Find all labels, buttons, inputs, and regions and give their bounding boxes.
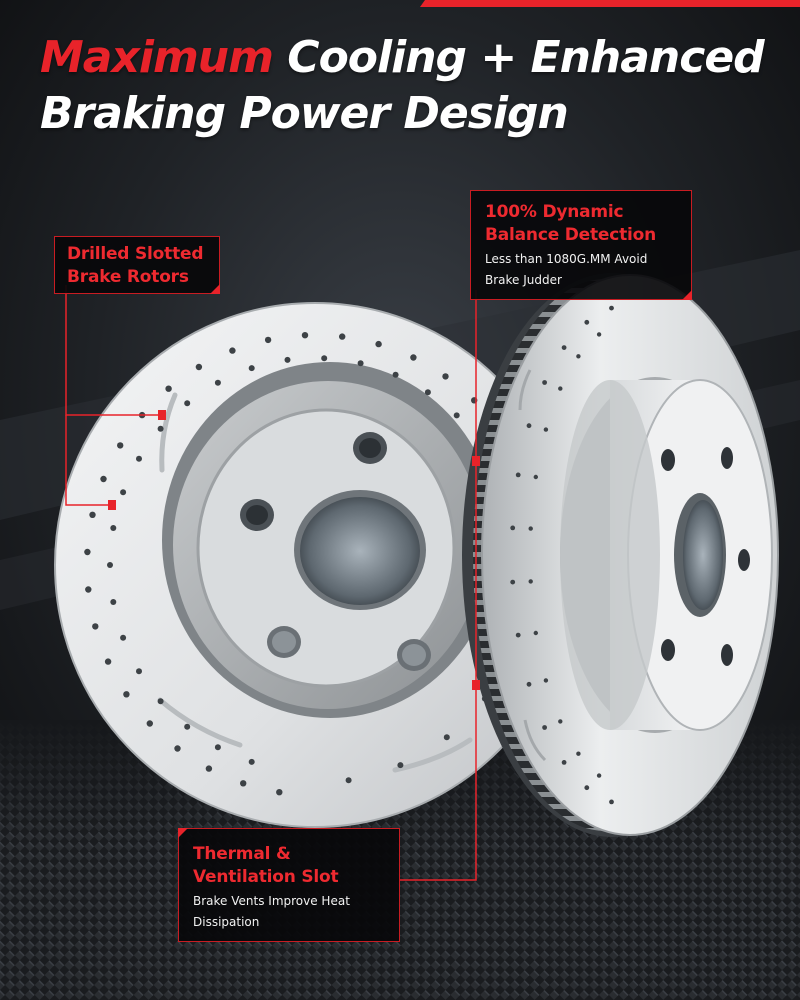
drilled-hole bbox=[89, 511, 96, 518]
drilled-hole bbox=[205, 765, 213, 772]
callout-thermal-heading-2: Ventilation Slot bbox=[193, 867, 339, 887]
callout-connectors bbox=[65, 285, 477, 881]
drilled-hole bbox=[542, 725, 547, 730]
drilled-hole bbox=[510, 579, 516, 585]
rotor-front-icon bbox=[54, 302, 576, 828]
drilled-hole bbox=[542, 380, 547, 385]
drilled-hole bbox=[104, 658, 112, 665]
callout-drilled-slotted: Drilled Slotted Brake Rotors bbox=[54, 236, 220, 294]
drilled-hole bbox=[195, 363, 203, 371]
drilled-hole bbox=[248, 758, 255, 765]
headline-line-1-rest: Cooling + Enhanced bbox=[272, 32, 764, 83]
drilled-hole bbox=[174, 745, 181, 752]
drilled-hole bbox=[596, 332, 602, 337]
drilled-hole bbox=[424, 389, 431, 396]
drilled-hole bbox=[533, 474, 538, 480]
callout-dynamic-balance: 100% Dynamic Balance Detection Less than… bbox=[470, 190, 692, 300]
drilled-hole bbox=[528, 526, 533, 531]
drilled-hole bbox=[284, 356, 291, 363]
rotor-side-icon bbox=[462, 273, 779, 837]
drilled-hole bbox=[146, 720, 153, 727]
drilled-hole bbox=[576, 354, 581, 359]
drilled-hole bbox=[184, 723, 191, 730]
drilled-hole bbox=[157, 698, 164, 705]
drilled-hole bbox=[397, 762, 404, 769]
drilled-hole bbox=[120, 489, 127, 496]
drilled-hole bbox=[321, 355, 328, 362]
drilled-hole bbox=[442, 373, 449, 380]
drilled-hole bbox=[107, 562, 113, 568]
headline-line-2: Braking Power Design bbox=[40, 88, 569, 139]
drilled-hole bbox=[165, 385, 172, 392]
drilled-hole bbox=[345, 777, 352, 784]
drilled-hole bbox=[576, 751, 581, 756]
callout-thermal-heading-1: Thermal & bbox=[193, 844, 291, 864]
callout-thermal-ventilation: Thermal & Ventilation Slot Brake Vents I… bbox=[178, 828, 400, 942]
drilled-hole bbox=[543, 427, 549, 432]
callout-balance-body-2: Brake Judder bbox=[485, 273, 562, 287]
drilled-hole bbox=[584, 319, 590, 325]
drilled-hole bbox=[264, 336, 272, 344]
drilled-hole bbox=[528, 579, 533, 584]
drilled-hole bbox=[561, 760, 567, 765]
drilled-hole bbox=[214, 379, 221, 386]
drilled-hole bbox=[609, 305, 614, 311]
drilled-hole bbox=[515, 472, 521, 478]
drilled-hole bbox=[110, 599, 117, 605]
drilled-hole bbox=[339, 333, 346, 340]
drilled-hole bbox=[558, 719, 563, 724]
headline: Maximum Cooling + Enhanced Braking Power… bbox=[40, 30, 780, 142]
drilled-hole bbox=[596, 773, 602, 778]
callout-balance-heading-1: 100% Dynamic bbox=[485, 202, 624, 222]
drilled-hole bbox=[84, 548, 91, 556]
drilled-hole bbox=[609, 799, 614, 805]
drilled-hole bbox=[136, 455, 142, 462]
drilled-hole bbox=[561, 345, 567, 350]
drilled-hole bbox=[248, 365, 255, 372]
drilled-hole bbox=[301, 332, 309, 339]
drilled-hole bbox=[123, 691, 130, 698]
callout-thermal-body-2: Dissipation bbox=[193, 915, 260, 929]
headline-line-1: Maximum Cooling + Enhanced bbox=[40, 30, 780, 86]
drilled-hole bbox=[157, 425, 164, 432]
drilled-hole bbox=[543, 678, 549, 683]
drilled-hole bbox=[117, 442, 124, 449]
callout-balance-heading-2: Balance Detection bbox=[485, 225, 657, 245]
callout-balance-body-1: Less than 1080G.MM Avoid bbox=[485, 252, 648, 266]
drilled-hole bbox=[85, 586, 92, 593]
drilled-hole bbox=[229, 347, 236, 354]
headline-accent: Maximum bbox=[40, 32, 274, 83]
drilled-hole bbox=[357, 360, 364, 367]
drilled-hole bbox=[510, 525, 516, 531]
drilled-hole bbox=[92, 623, 99, 630]
callout-drilled-heading-2: Brake Rotors bbox=[67, 267, 189, 287]
drilled-hole bbox=[392, 371, 399, 378]
drilled-hole bbox=[120, 634, 127, 641]
callout-drilled-heading-1: Drilled Slotted bbox=[67, 244, 204, 264]
drilled-hole bbox=[110, 525, 117, 531]
drilled-hole bbox=[240, 780, 247, 787]
drilled-hole bbox=[100, 475, 107, 483]
drilled-hole bbox=[184, 400, 191, 407]
drilled-hole bbox=[533, 630, 538, 636]
drilled-hole bbox=[515, 632, 521, 638]
connector-dots bbox=[108, 410, 480, 690]
drilled-hole bbox=[276, 789, 283, 796]
drilled-hole bbox=[526, 681, 532, 687]
drilled-hole bbox=[410, 354, 417, 361]
drilled-hole bbox=[526, 423, 532, 429]
drilled-hole bbox=[136, 668, 142, 675]
drilled-hole bbox=[453, 412, 460, 419]
drilled-hole bbox=[558, 386, 563, 391]
drilled-hole bbox=[375, 340, 382, 348]
drilled-hole bbox=[443, 734, 450, 741]
callout-thermal-body-1: Brake Vents Improve Heat bbox=[193, 894, 350, 908]
drilled-hole bbox=[584, 785, 590, 791]
drilled-hole bbox=[214, 744, 221, 751]
